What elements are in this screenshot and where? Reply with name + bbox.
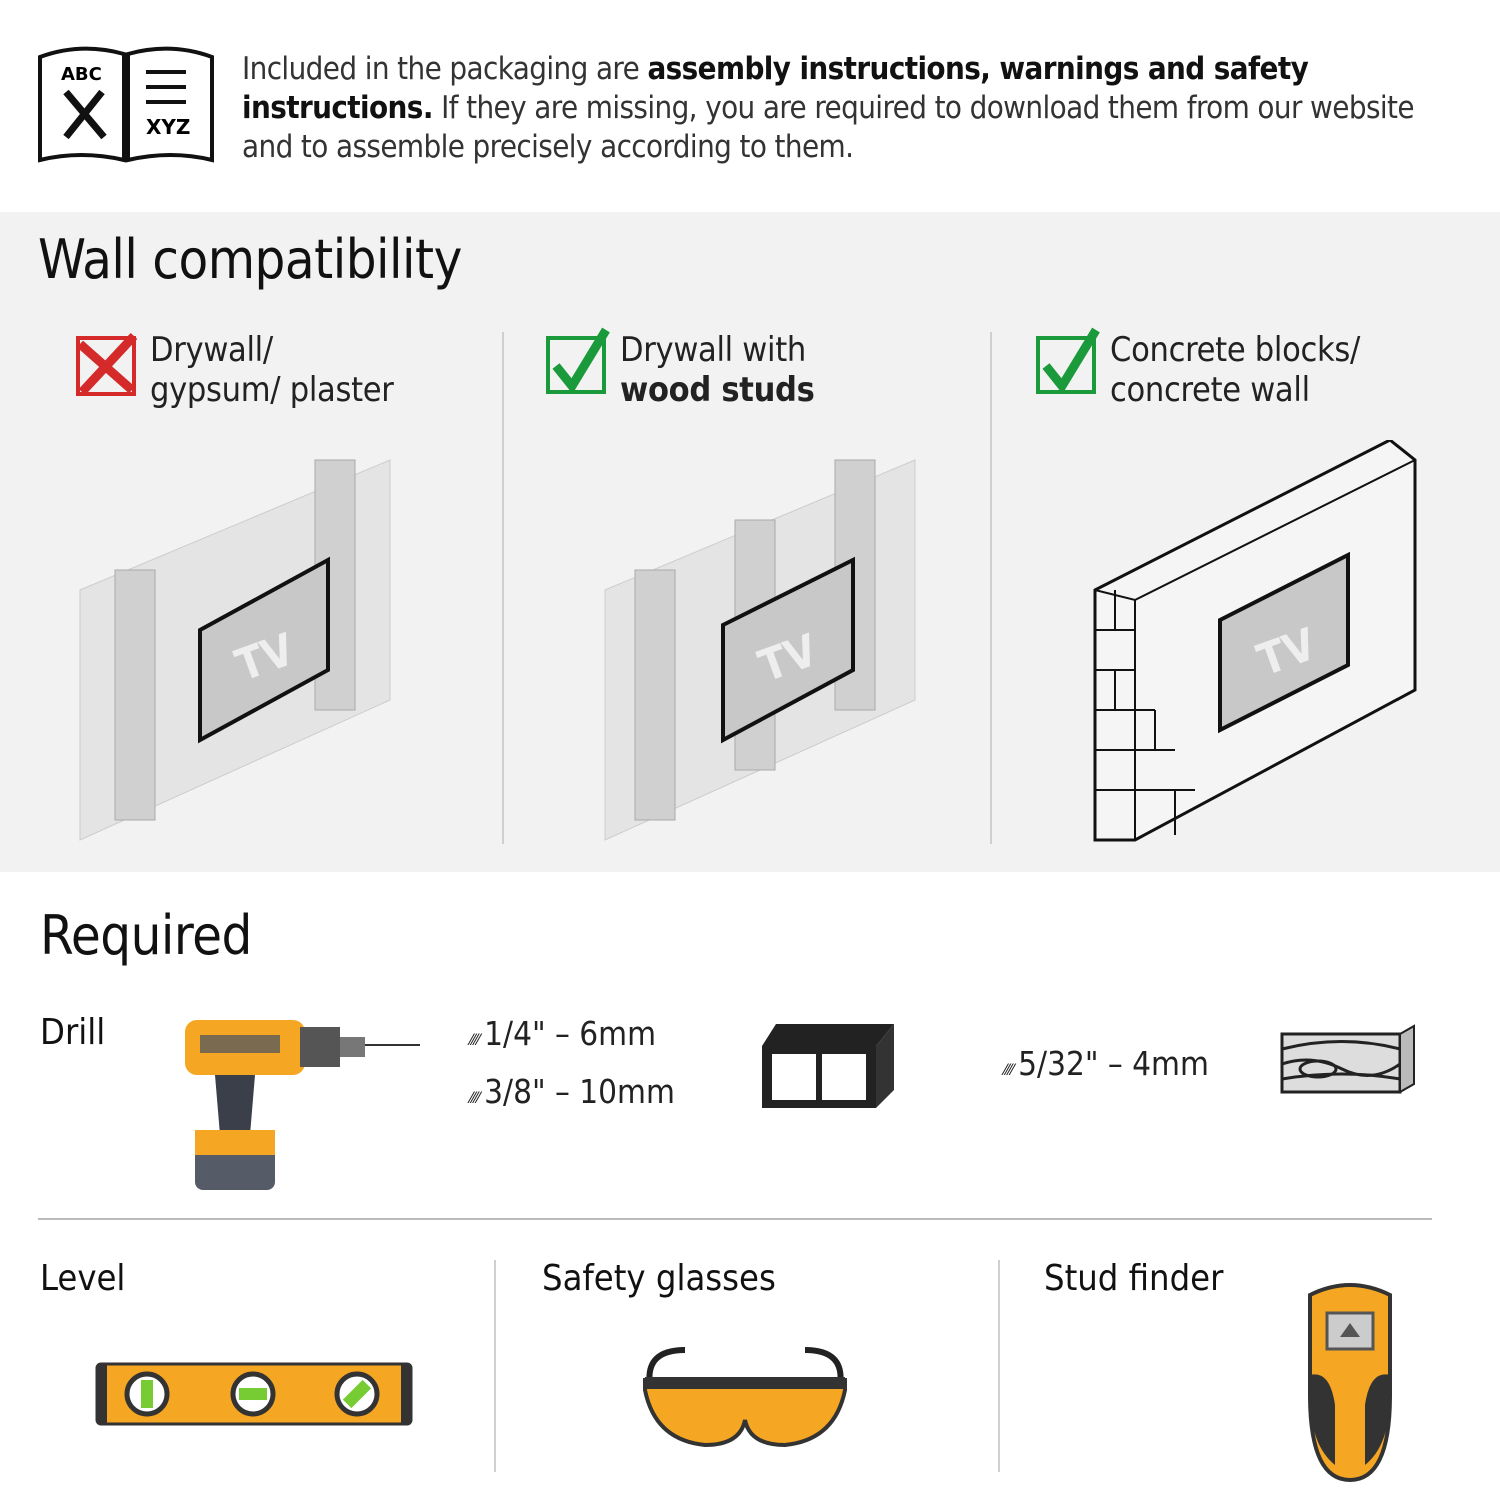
divider [998,1260,1000,1472]
level-icon [95,1362,413,1426]
stud-finder-label: Stud finder [1044,1258,1224,1299]
intro-text: Included in the packaging are assembly i… [242,51,1415,165]
divider [494,1260,496,1472]
drill-bit-concrete-1: ⁄⁄⁄⁄ 1/4" – 6mm [470,1014,657,1053]
drill-bit-concrete-2: ⁄⁄⁄⁄ 3/8" – 10mm [470,1072,675,1111]
drywall-illustration: TV [79,459,391,841]
drill-bit-wood: ⁄⁄⁄⁄ 5/32" – 4mm [1004,1044,1209,1083]
stud-finder-icon [1308,1283,1392,1483]
concrete-block-icon [762,1024,894,1108]
divider [38,1218,1432,1220]
required-title: Required [40,904,252,967]
check-icon [546,327,610,394]
concrete-wall-illustration: TV [1093,440,1417,842]
drill-icon [185,1020,420,1190]
check-icon [1036,327,1100,394]
wood-block-icon [1280,1024,1415,1094]
book-abc: ABC [61,64,102,85]
instruction-book-icon: ABC XYZ [38,46,214,163]
drill-label: Drill [40,1012,106,1053]
level-label: Level [40,1258,126,1299]
wood-studs-illustration: TV [604,459,916,841]
wall-compatibility-title: Wall compatibility [38,228,462,291]
divider [502,332,504,844]
divider [990,332,992,844]
wall-type-drywall: Drywall/gypsum/ plaster [150,330,394,410]
safety-glasses-icon [643,1347,847,1448]
wall-type-concrete: Concrete blocks/concrete wall [1110,330,1361,410]
book-xyz: XYZ [146,115,190,139]
cross-icon [76,332,138,396]
safety-glasses-label: Safety glasses [542,1258,776,1299]
